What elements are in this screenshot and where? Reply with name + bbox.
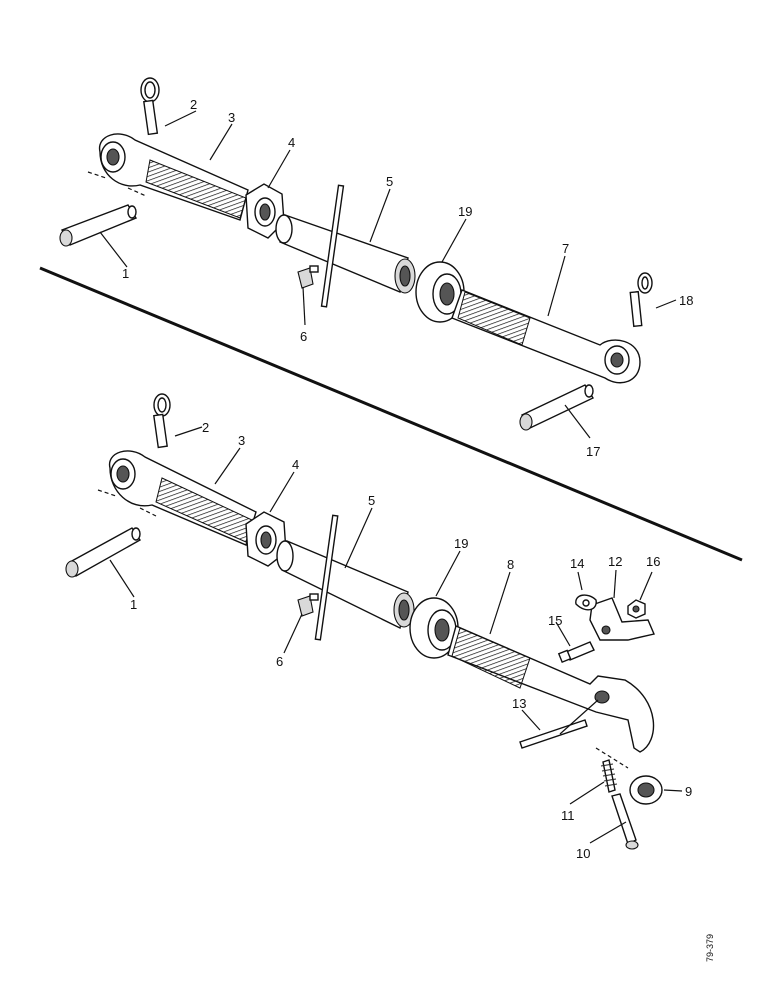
lower-callout-13: 13 <box>512 696 526 711</box>
lower-plunger <box>611 793 639 850</box>
divider-line <box>39 266 743 562</box>
lower-left-eye-rod <box>109 450 257 546</box>
lower-washer <box>575 594 597 611</box>
lower-callout-15: 15 <box>548 613 562 628</box>
upper-callout-2: 2 <box>190 97 197 112</box>
lower-callout-2: 2 <box>202 420 209 435</box>
lower-callout-8: 8 <box>507 557 514 572</box>
lower-callout-4: 4 <box>292 457 299 472</box>
upper-callout-5: 5 <box>386 174 393 189</box>
lower-callout-1: 1 <box>130 597 137 612</box>
reference-code: 79-379 <box>705 934 715 962</box>
upper-lock-nut <box>245 183 285 239</box>
lower-callout-9: 9 <box>685 784 692 799</box>
lower-callout-11: 11 <box>561 808 575 823</box>
lower-callout-3: 3 <box>238 433 245 448</box>
lower-callout-5: 5 <box>368 493 375 508</box>
upper-callout-4: 4 <box>288 135 295 150</box>
lower-spring <box>600 759 618 793</box>
upper-pin-right <box>519 384 595 431</box>
upper-callout-3: 3 <box>228 110 235 125</box>
lower-callout-19: 19 <box>454 536 468 551</box>
upper-callout-18: 18 <box>679 293 693 308</box>
upper-right-eye-rod <box>451 289 641 384</box>
upper-callout-1: 1 <box>122 266 129 281</box>
lower-grease-nipple <box>297 593 319 617</box>
lower-callout-16: 16 <box>646 554 660 569</box>
upper-end-cap <box>415 261 465 323</box>
upper-callout-19: 19 <box>458 204 472 219</box>
lower-linch-pin <box>153 393 171 449</box>
upper-assembly: 2 3 4 5 19 7 18 1 6 17 <box>59 77 693 459</box>
lower-end-cap <box>409 597 459 659</box>
lower-nut <box>627 599 646 619</box>
lower-bolt <box>557 641 595 664</box>
upper-callout-6: 6 <box>300 329 307 344</box>
lower-callout-12: 12 <box>608 554 622 569</box>
lower-callout-6: 6 <box>276 654 283 669</box>
upper-pin-left <box>59 204 138 247</box>
upper-linch-pin-right <box>629 272 653 328</box>
lower-callout-10: 10 <box>576 846 590 861</box>
upper-linch-pin <box>140 77 160 136</box>
upper-callout-7: 7 <box>562 241 569 256</box>
upper-callout-17: 17 <box>586 444 600 459</box>
lower-hook-end-rod <box>447 625 655 753</box>
upper-tube <box>275 184 416 308</box>
upper-grease-nipple <box>297 265 319 289</box>
lower-callout-14: 14 <box>570 556 584 571</box>
lower-roller <box>629 775 663 805</box>
upper-left-eye-rod <box>99 133 249 221</box>
lower-pin-left <box>65 527 142 578</box>
lower-tube <box>276 514 415 641</box>
lower-assembly: 2 3 4 5 19 8 14 12 16 15 1 6 13 11 9 10 <box>65 393 692 861</box>
lower-latch-plate <box>589 597 655 641</box>
lower-spring-pin <box>519 719 588 749</box>
lower-lock-nut <box>245 511 287 567</box>
